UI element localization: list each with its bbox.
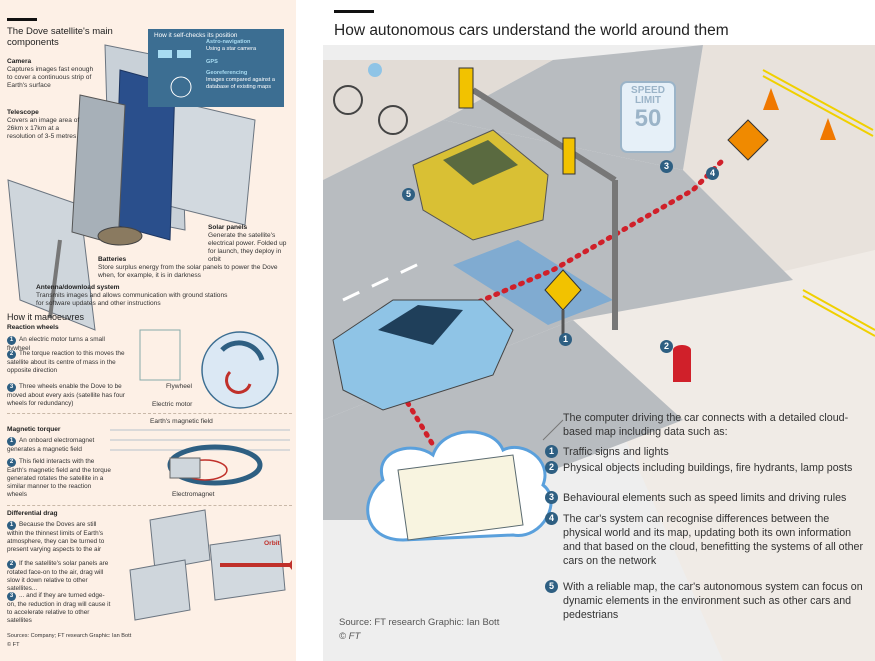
legend-text-2: Physical objects including buildings, fi… [563, 462, 853, 474]
autonomous-panel: How autonomous cars understand the world… [323, 0, 875, 661]
reaction-text-3: Three wheels enable the Dove to be moved… [7, 383, 125, 407]
badge-1: 1 [7, 336, 16, 345]
drag-text-3: ... and if they are turned edge-on, the … [7, 592, 111, 624]
scene-badge-5: 5 [402, 188, 415, 201]
antenna-desc: Transmits images and allows communicatio… [36, 292, 228, 307]
legend-text-1: Traffic signs and lights [563, 446, 669, 458]
right-copyright: © FT [339, 631, 361, 642]
sign-word-1: SPEED [631, 85, 665, 96]
scene-badge-3: 3 [660, 160, 673, 173]
legend-text-3: Behavioural elements such as speed limit… [563, 492, 847, 504]
badge-3: 3 [7, 383, 16, 392]
legend-badge-3: 3 [545, 491, 558, 504]
legend-text-5: With a reliable map, the car's autonomou… [563, 581, 863, 621]
manoeuvres-title: How it manoeuvres [7, 312, 85, 322]
antenna-name: Antenna/download system [36, 284, 120, 291]
inset-astro-name: Astro-navigation [206, 39, 251, 45]
satellite-panel: The Dove satellite's main components How… [0, 0, 296, 661]
badge-d1: 1 [7, 521, 16, 530]
badge-d3: 3 [7, 592, 16, 601]
divider-2 [7, 505, 292, 506]
autonomous-title: How autonomous cars understand the world… [334, 22, 729, 39]
drag-title: Differential drag [7, 510, 58, 517]
accent-bar-right [334, 10, 374, 13]
scene-badge-2: 2 [660, 340, 673, 353]
legend-badge-2: 2 [545, 461, 558, 474]
telescope-name: Telescope [7, 109, 39, 116]
scene-badge-4: 4 [706, 167, 719, 180]
telescope-desc: Covers an image area of 26km x 17km at a… [7, 117, 80, 140]
legend-text-4: The car's system can recognise differenc… [563, 513, 864, 567]
drag-item-3: 3... and if they are turned edge-on, the… [7, 592, 112, 625]
reaction-text-2: The torque reaction to this moves the sa… [7, 350, 125, 374]
left-copyright: © FT [7, 642, 20, 648]
inset-row-gps: GPS [206, 59, 281, 66]
satellite-title: The Dove satellite's main components [7, 26, 113, 48]
inset-gps-name: GPS [206, 59, 218, 65]
divider-1 [7, 413, 292, 414]
camera-desc: Captures images fast enough to cover a c… [7, 66, 94, 89]
speed-limit-sign: SPEED LIMIT 50 [623, 86, 673, 132]
street-scene [323, 45, 875, 661]
solar-name: Solar panels [208, 224, 248, 231]
badge-m2: 2 [7, 458, 16, 467]
legend-badge-1: 1 [545, 445, 558, 458]
inset-heading: How it self-checks its position [154, 32, 238, 39]
left-sources: Sources: Company; FT research Graphic: I… [7, 633, 132, 639]
legend-badge-4: 4 [545, 512, 558, 525]
flywheel-label: Flywheel [166, 383, 193, 390]
orbit-label: Orbit [264, 540, 280, 547]
legend-badge-5: 5 [545, 580, 558, 593]
badge-d2: 2 [7, 560, 16, 569]
inset-geo-desc: Images compared against a database of ex… [206, 77, 276, 90]
motor-label: Electric motor [152, 401, 193, 408]
camera-name: Camera [7, 58, 32, 65]
legend-item-4: 4 The car's system can recognise differen… [545, 512, 865, 568]
sign-word-2: LIMIT [634, 95, 662, 106]
batteries-name: Batteries [98, 256, 127, 263]
drag-text-2: If the satellite's solar panels are rota… [7, 560, 109, 592]
reaction-text-1: An electric motor turns a small flywheel [7, 336, 105, 352]
magnetic-text-2: This field interacts with the Earth's ma… [7, 458, 111, 498]
batteries-desc: Store surplus energy from the solar pane… [98, 264, 278, 279]
solar-desc: Generate the satellite's electrical powe… [208, 232, 287, 263]
magnetic-text-1: An onboard electromagnet generates a mag… [7, 437, 95, 453]
legend-item-1: 1 Traffic signs and lights [545, 445, 865, 459]
inset-astro-desc: Using a star camera [206, 46, 257, 52]
badge-m1: 1 [7, 437, 16, 446]
sign-value: 50 [634, 105, 662, 132]
accent-bar [7, 18, 37, 21]
legend-item-3: 3 Behavioural elements such as speed limi… [545, 491, 865, 505]
legend-item-2: 2 Physical objects including buildings, f… [545, 461, 865, 475]
inset-geo-name: Georeferencing [206, 70, 248, 76]
badge-2: 2 [7, 350, 16, 359]
reaction-title: Reaction wheels [7, 324, 59, 331]
field-label: Earth's magnetic field [150, 418, 213, 425]
legend-item-5: 5 With a reliable map, the car's autonomo… [545, 580, 865, 622]
drag-text-1: Because the Doves are still within the t… [7, 521, 105, 553]
right-source: Source: FT research Graphic: Ian Bott [339, 617, 500, 628]
magnet-label: Electromagnet [172, 491, 215, 498]
magnetic-title: Magnetic torquer [7, 426, 61, 433]
scene-badge-1: 1 [559, 333, 572, 346]
satellite-icon [158, 50, 192, 98]
legend-intro: The computer driving the car connects wi… [563, 412, 849, 438]
self-check-inset: How it self-checks its position Astro-na… [148, 29, 284, 107]
